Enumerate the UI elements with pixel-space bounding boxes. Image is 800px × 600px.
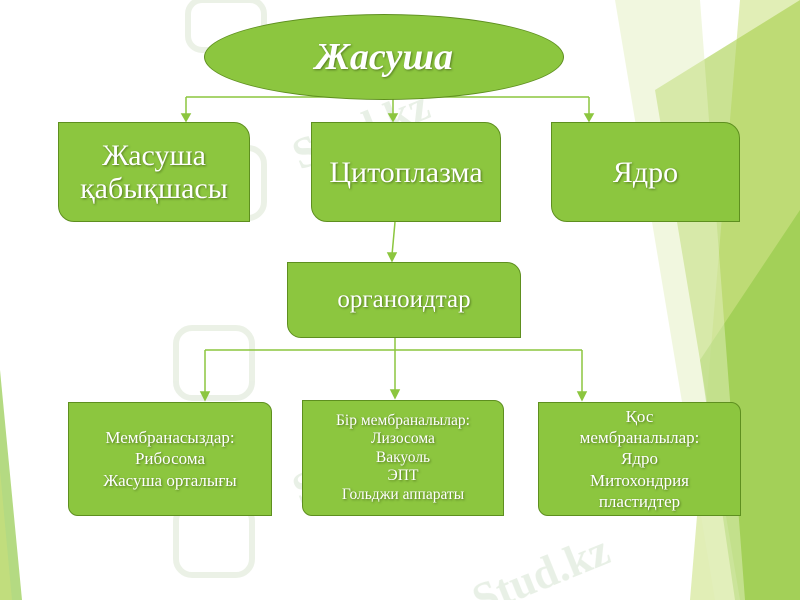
arrowhead — [386, 252, 398, 263]
node-double-membrane-line: Митохондрия — [589, 470, 689, 490]
node-non-membrane: Мембранасыздар: Рибосома Жасуша орталығы — [68, 402, 272, 516]
node-non-membrane-line: Рибосома — [134, 449, 206, 469]
node-cell-label: Жасуша — [314, 36, 453, 78]
node-cytoplasm-label: Цитоплазма — [329, 155, 483, 189]
deco-shape-left-light — [0, 470, 12, 600]
node-non-membrane-line: Жасуша орталығы — [103, 470, 237, 490]
node-single-membrane-line: Лизосома — [371, 430, 435, 448]
arrowhead — [180, 113, 192, 123]
node-double-membrane-line: Ядро — [621, 449, 658, 469]
node-nucleus: Ядро — [551, 122, 740, 222]
arrowhead — [583, 113, 595, 123]
node-single-membrane: Бір мембраналылар: Лизосома Вакуоль ЭПТ … — [302, 400, 504, 516]
arrowhead — [576, 391, 588, 402]
node-cell-membrane: Жасуша қабықшасы — [58, 122, 250, 222]
node-nucleus-label: Ядро — [612, 155, 679, 189]
node-non-membrane-line: Мембранасыздар: — [105, 428, 235, 448]
node-cell: Жасуша — [204, 14, 564, 100]
watermark: Stud.kz — [465, 525, 616, 600]
node-double-membrane-line: Қос — [625, 406, 654, 426]
arrowhead — [389, 389, 401, 400]
node-single-membrane-line: Вакуоль — [375, 448, 431, 466]
node-cytoplasm: Цитоплазма — [311, 122, 501, 222]
connector-cyto-org — [391, 221, 396, 256]
arrowhead — [387, 113, 399, 123]
node-organoids: органоидтар — [287, 262, 521, 338]
node-double-membrane-line: пластидтер — [598, 491, 681, 511]
node-double-membrane: Қос мембраналылар: Ядро Митохондрия плас… — [538, 402, 741, 516]
node-single-membrane-line: Бір мембраналылар: — [336, 411, 470, 429]
watermark-logo — [173, 325, 255, 401]
arrowhead — [199, 391, 211, 402]
node-single-membrane-line: Гольджи аппараты — [341, 485, 465, 503]
node-organoids-label: органоидтар — [337, 286, 471, 313]
node-double-membrane-line: мембраналылар: — [579, 428, 700, 448]
node-cell-membrane-label: Жасуша қабықшасы — [80, 139, 228, 205]
node-single-membrane-line: ЭПТ — [387, 467, 419, 485]
